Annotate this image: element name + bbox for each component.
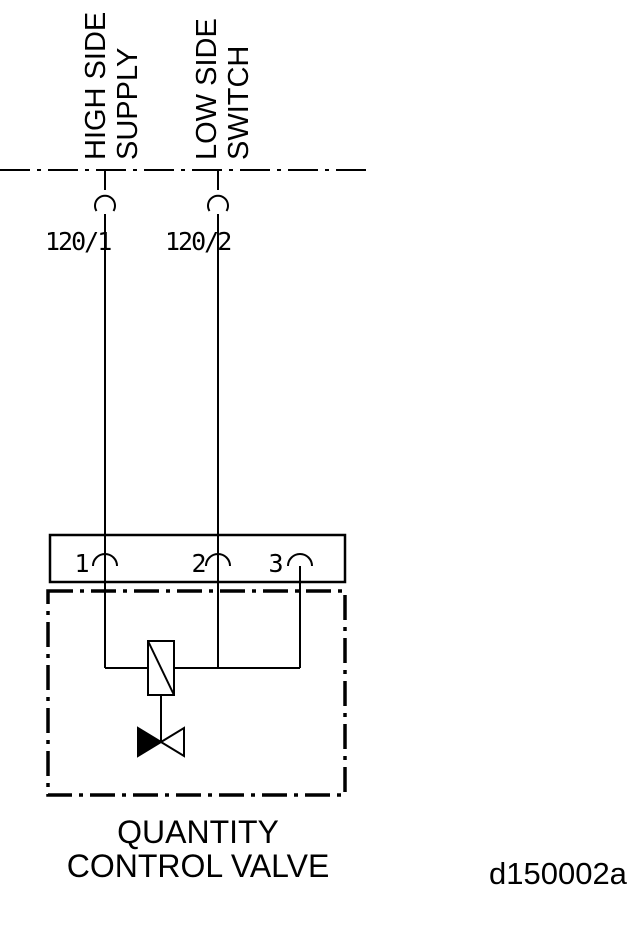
valve-icon xyxy=(137,726,185,758)
pin-1-label: 1 xyxy=(74,549,89,578)
pin-2-label: 2 xyxy=(191,549,206,578)
component-name-line2: CONTROL VALVE xyxy=(67,848,330,884)
connector-block: 1 2 3 xyxy=(48,533,347,584)
pin-1-cavity-icon xyxy=(92,553,118,567)
pin-3-label: 3 xyxy=(268,549,283,578)
internal-wiring xyxy=(105,566,301,669)
solenoid-coil-icon xyxy=(147,640,175,742)
component-boundary-box xyxy=(46,589,347,797)
high-side-supply-label-line1: HIGH SIDE xyxy=(80,12,112,160)
valve-left-triangle xyxy=(137,726,163,758)
figure-id: d150002a xyxy=(489,856,628,891)
low-side-switch-circuit: LOW SIDE SWITCH 120/2 xyxy=(165,18,255,668)
connector-block-outline xyxy=(48,533,347,584)
low-side-switch-label-line1: LOW SIDE xyxy=(191,18,223,160)
low-side-switch-label-line2: SWITCH xyxy=(223,46,255,160)
pin-3-cavity-icon xyxy=(287,553,313,567)
high-side-supply-label-line2: SUPPLY xyxy=(112,48,144,160)
valve-right-triangle xyxy=(159,726,185,758)
low-side-connector-icon xyxy=(207,194,229,212)
high-side-connector-icon xyxy=(94,194,116,212)
high-side-supply-circuit: HIGH SIDE SUPPLY 120/1 xyxy=(45,12,144,668)
wire-label-120-1: 120/1 xyxy=(45,227,111,256)
solenoid-diagonal xyxy=(147,640,175,696)
wire-label-120-2: 120/2 xyxy=(165,227,230,256)
component-name-line1: QUANTITY xyxy=(117,814,279,850)
pin-2-cavity-icon xyxy=(205,553,231,567)
